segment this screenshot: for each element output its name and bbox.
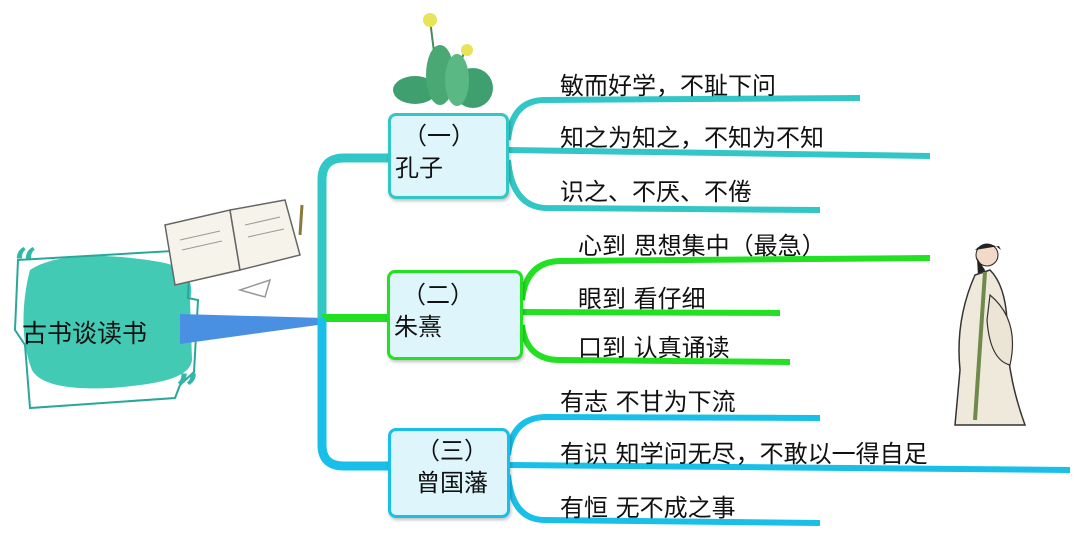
scholar-figure-icon (954, 243, 1027, 426)
branch-number: （一） (403, 122, 475, 150)
leaf-zengguofan-3[interactable]: 有恒 无不成之事 (560, 494, 736, 522)
open-book-icon (164, 199, 304, 298)
plant-icon (393, 13, 493, 108)
leaf-zengguofan-2[interactable]: 有识 知学问无尽，不敢以一得自足 (560, 440, 928, 468)
leaf-zhuxi-1[interactable]: 心到 思想集中（最急） (578, 232, 826, 260)
leaf-kongzi-3[interactable]: 识之、不厌、不倦 (560, 178, 752, 206)
branch-number: （三） (416, 437, 488, 465)
branch-name: 朱熹 (394, 313, 442, 341)
leaf-zhuxi-2[interactable]: 眼到 看仔细 (578, 285, 706, 313)
leaf-kongzi-2[interactable]: 知之为知之，不知为不知 (560, 124, 824, 152)
leaf-zhuxi-3[interactable]: 口到 认真诵读 (578, 334, 730, 362)
branch-node-zengguofan[interactable]: （三） 曾国藩 (388, 428, 510, 518)
quote-close-mark: ” (176, 366, 200, 413)
quote-open-mark: “ (14, 240, 38, 287)
branch-node-zhuxi[interactable]: （二） 朱熹 (387, 270, 523, 360)
root-topic[interactable]: 古书谈读书 (22, 319, 148, 348)
leaf-zengguofan-1[interactable]: 有志 不甘为下流 (560, 388, 736, 416)
root-connector (180, 314, 325, 344)
branch-name: 曾国藩 (416, 469, 488, 497)
branch-name: 孔子 (395, 154, 443, 182)
branch-node-kongzi[interactable]: （一） 孔子 (388, 113, 509, 199)
branch-number: （二） (402, 281, 474, 309)
leaf-kongzi-1[interactable]: 敏而好学，不耻下问 (560, 72, 776, 100)
